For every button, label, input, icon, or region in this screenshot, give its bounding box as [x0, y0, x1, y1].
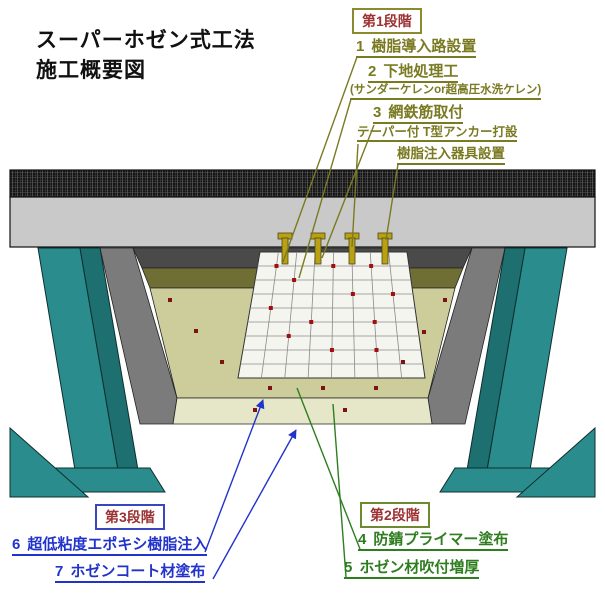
stage3-label: 第3段階 [95, 504, 165, 530]
item4-text: 防錆プライマー塗布 [373, 531, 509, 548]
item2-number: 2 [368, 63, 377, 80]
mesh-rebar-panel [237, 251, 426, 379]
left-bearing-wedge [9, 426, 90, 498]
road-surface-mesh [9, 169, 596, 198]
stage1-item3-sub: テーパー付 T型アンカー打設 [357, 125, 518, 143]
item5-text: ホゼン材吹付増厚 [359, 559, 480, 576]
item2-text: 下地処理工 [383, 63, 459, 80]
title-line2: 施工概要図 [36, 59, 146, 83]
stage1-item-extra: 樹脂注入器具設置 [397, 146, 505, 165]
stage2-item4: 4 防錆プライマー塗布 [358, 531, 509, 552]
page-title: スーパーホゼン式工法 施工概要図 [36, 26, 256, 87]
item6-text: 超低粘度エポキシ樹脂注入 [27, 536, 208, 553]
stage1-item1: 1 樹脂導入路設置 [356, 38, 477, 59]
anchor-head-dots [168, 298, 447, 412]
hozen-coat-layer [172, 397, 433, 425]
title-line1: スーパーホゼン式工法 [36, 29, 256, 52]
right-bearing-wedge [515, 426, 596, 498]
stage1-item2-sub: (サンダーケレンor超高圧水洗ケレン) [350, 84, 542, 101]
item1-text: 樹脂導入路設置 [371, 38, 477, 55]
item3-number: 3 [373, 104, 382, 121]
stage1-item3: 3 網鉄筋取付 [373, 104, 464, 125]
t-anchor-icon [377, 232, 393, 265]
stage1-item2: 2 下地処理工 [368, 63, 459, 84]
item5-number: 5 [344, 559, 353, 576]
bridge-deck [9, 169, 596, 248]
item7-number: 7 [55, 563, 64, 580]
stage3-item6: 6 超低粘度エポキシ樹脂注入 [12, 536, 208, 557]
stage2-item5: 5 ホゼン材吹付増厚 [344, 559, 480, 580]
item6-number: 6 [12, 536, 21, 553]
stage2-leader-lines [296, 387, 361, 578]
stage2-label: 第2段階 [360, 502, 430, 528]
steel-girders [9, 247, 596, 498]
concrete-slab [9, 196, 596, 248]
stage1-label: 第1段階 [352, 8, 422, 34]
stage3-item7: 7 ホゼンコート材塗布 [55, 563, 206, 584]
item7-text: ホゼンコート材塗布 [70, 563, 206, 580]
item1-number: 1 [356, 38, 365, 55]
item4-number: 4 [358, 531, 367, 548]
item3-text: 網鉄筋取付 [388, 104, 464, 121]
leader-lines [204, 56, 399, 580]
resin-injection-ports [268, 264, 395, 352]
stage1-leader-lines [282, 56, 399, 279]
stage3-leader-lines [204, 399, 297, 580]
